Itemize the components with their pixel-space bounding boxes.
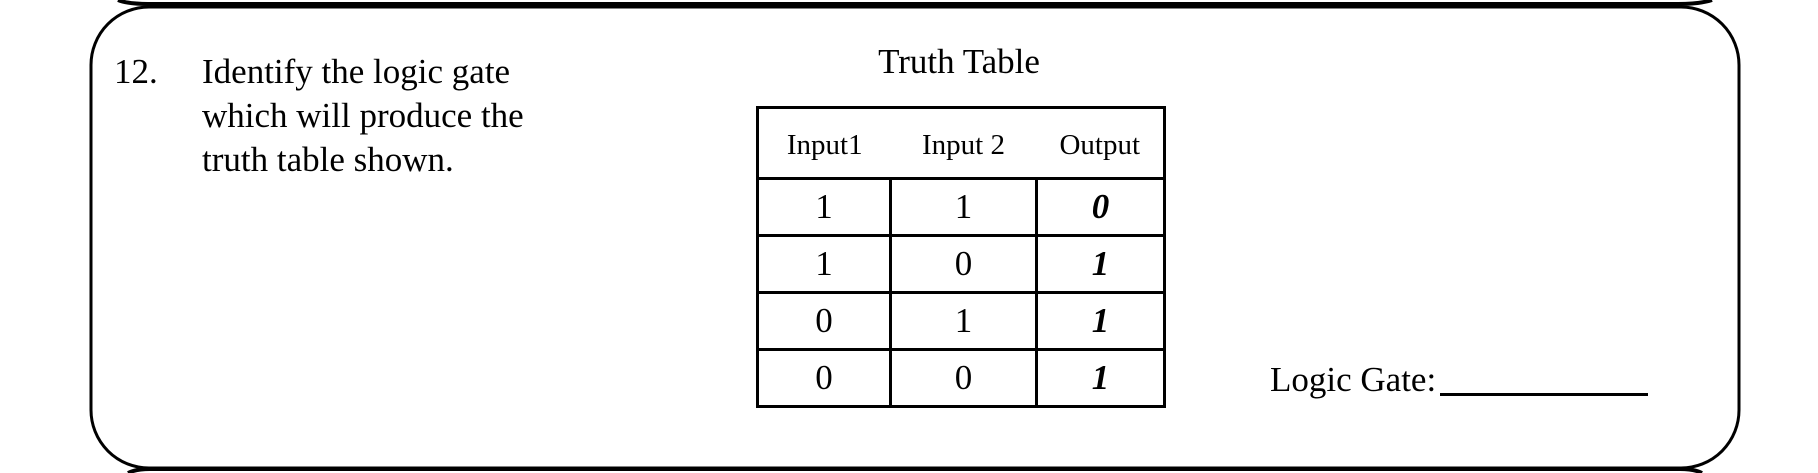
cell-output: 0 xyxy=(1035,177,1166,237)
question-text-line: Identify the logic gate xyxy=(202,52,511,91)
cell-input1: 0 xyxy=(756,348,892,408)
question-text-line: which will produce the xyxy=(202,96,524,135)
table-row: 1 0 1 xyxy=(756,234,1166,294)
header-input1: Input1 xyxy=(757,107,891,180)
header-output: Output xyxy=(1036,107,1165,180)
previous-box-edge xyxy=(117,0,1713,6)
question-text-line: truth table shown. xyxy=(202,140,454,179)
cell-input2: 0 xyxy=(889,348,1038,408)
header-input2: Input 2 xyxy=(890,107,1037,180)
cell-input2: 1 xyxy=(889,291,1038,351)
cell-input1: 1 xyxy=(756,177,892,237)
table-row: 0 1 1 xyxy=(756,291,1166,351)
table-header-row: Input1 Input 2 Output xyxy=(757,107,1165,180)
cell-output: 1 xyxy=(1035,291,1166,351)
next-box-edge xyxy=(127,467,1703,473)
answer-field: Logic Gate: xyxy=(1270,358,1649,402)
truth-table: Input1 Input 2 Output 1 1 0 1 0 1 0 1 1 … xyxy=(756,106,1166,408)
cell-output: 1 xyxy=(1035,234,1166,294)
cell-input1: 1 xyxy=(756,234,892,294)
cell-input2: 0 xyxy=(889,234,1038,294)
table-row: 0 0 1 xyxy=(756,348,1166,408)
cell-input1: 0 xyxy=(756,291,892,351)
truth-table-title: Truth Table xyxy=(878,42,1040,81)
question-number: 12. xyxy=(114,52,158,91)
answer-blank-line[interactable] xyxy=(1440,393,1649,396)
cell-output: 1 xyxy=(1035,348,1166,408)
question-text: Identify the logic gate which will produ… xyxy=(202,50,622,182)
answer-label: Logic Gate: xyxy=(1270,360,1437,399)
cell-input2: 1 xyxy=(889,177,1038,237)
table-row: 1 1 0 xyxy=(756,177,1166,237)
